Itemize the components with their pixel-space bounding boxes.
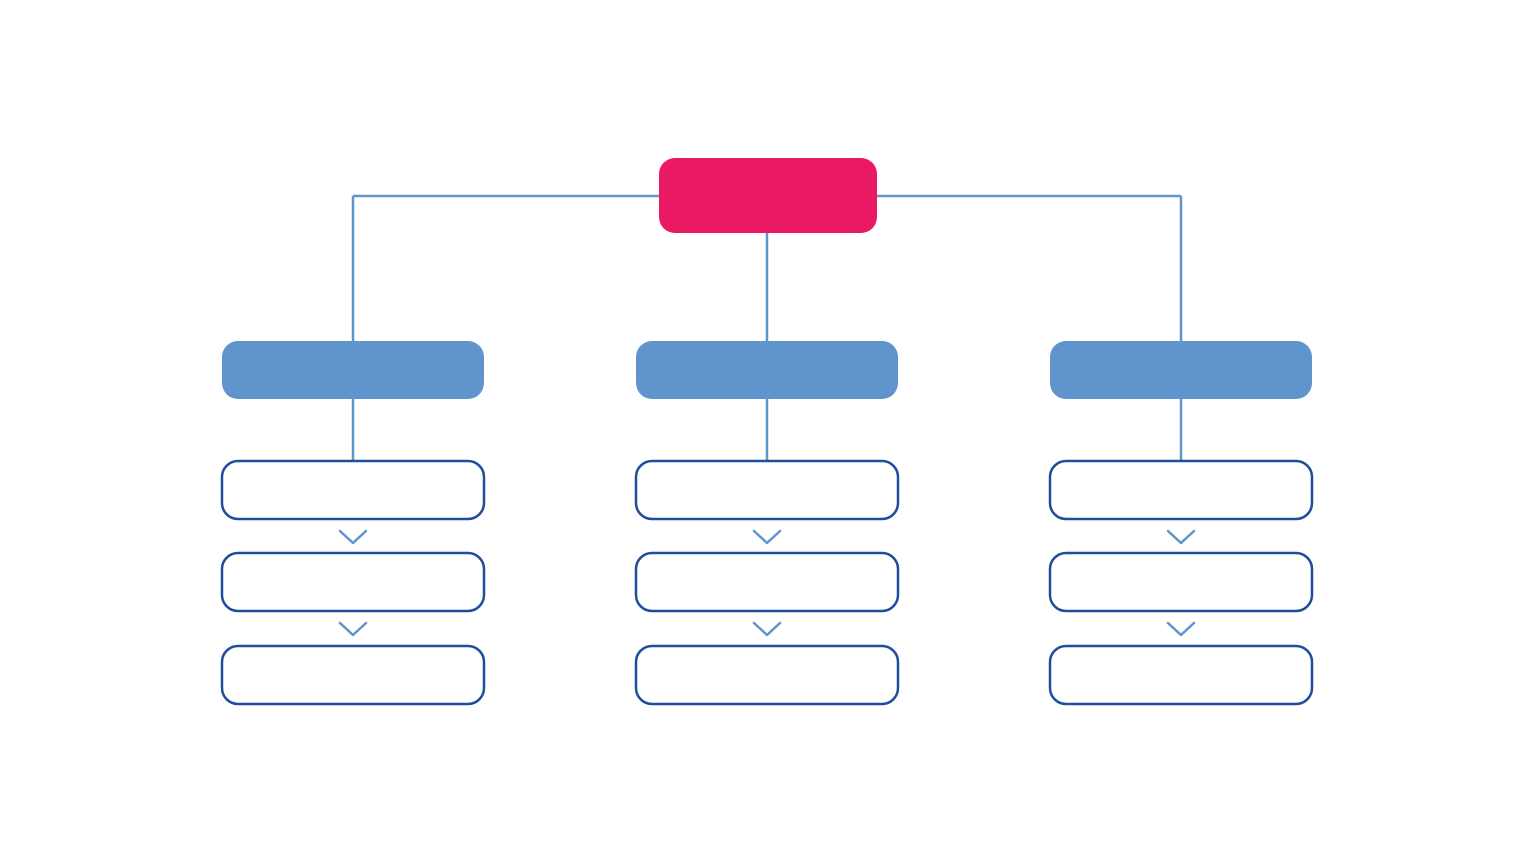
branch-node-box xyxy=(222,341,484,399)
leaf-node-1-2 xyxy=(220,551,486,613)
leaf-node-3-2 xyxy=(1048,551,1314,613)
connector-lines xyxy=(351,194,1183,461)
chevron-down-icon xyxy=(1166,621,1196,637)
chevron-down-icon xyxy=(752,529,782,545)
root-node xyxy=(659,158,877,233)
leaf-node-2-2 xyxy=(634,551,900,613)
leaf-node-box xyxy=(1048,459,1314,521)
leaf-node-box xyxy=(220,459,486,521)
chevron-down-icon xyxy=(1166,529,1196,545)
diagram-nodes xyxy=(220,158,1314,706)
leaf-node-1-3 xyxy=(220,644,486,706)
leaf-node-box xyxy=(220,644,486,706)
leaf-node-box xyxy=(634,551,900,613)
chevron-down-icon xyxy=(338,621,368,637)
root-node-box xyxy=(659,158,877,233)
leaf-node-2-3 xyxy=(634,644,900,706)
leaf-node-1-1 xyxy=(220,459,486,521)
leaf-node-2-1 xyxy=(634,459,900,521)
chevron-down-icon xyxy=(752,621,782,637)
leaf-node-box xyxy=(220,551,486,613)
branch-node-box xyxy=(636,341,898,399)
branch-node-1 xyxy=(222,341,484,399)
branch-node-2 xyxy=(636,341,898,399)
leaf-node-box xyxy=(634,644,900,706)
leaf-node-box xyxy=(1048,644,1314,706)
branch-node-3 xyxy=(1050,341,1312,399)
leaf-node-box xyxy=(1048,551,1314,613)
leaf-node-3-1 xyxy=(1048,459,1314,521)
chevron-down-icon xyxy=(338,529,368,545)
leaf-node-3-3 xyxy=(1048,644,1314,706)
leaf-node-box xyxy=(634,459,900,521)
branch-node-box xyxy=(1050,341,1312,399)
